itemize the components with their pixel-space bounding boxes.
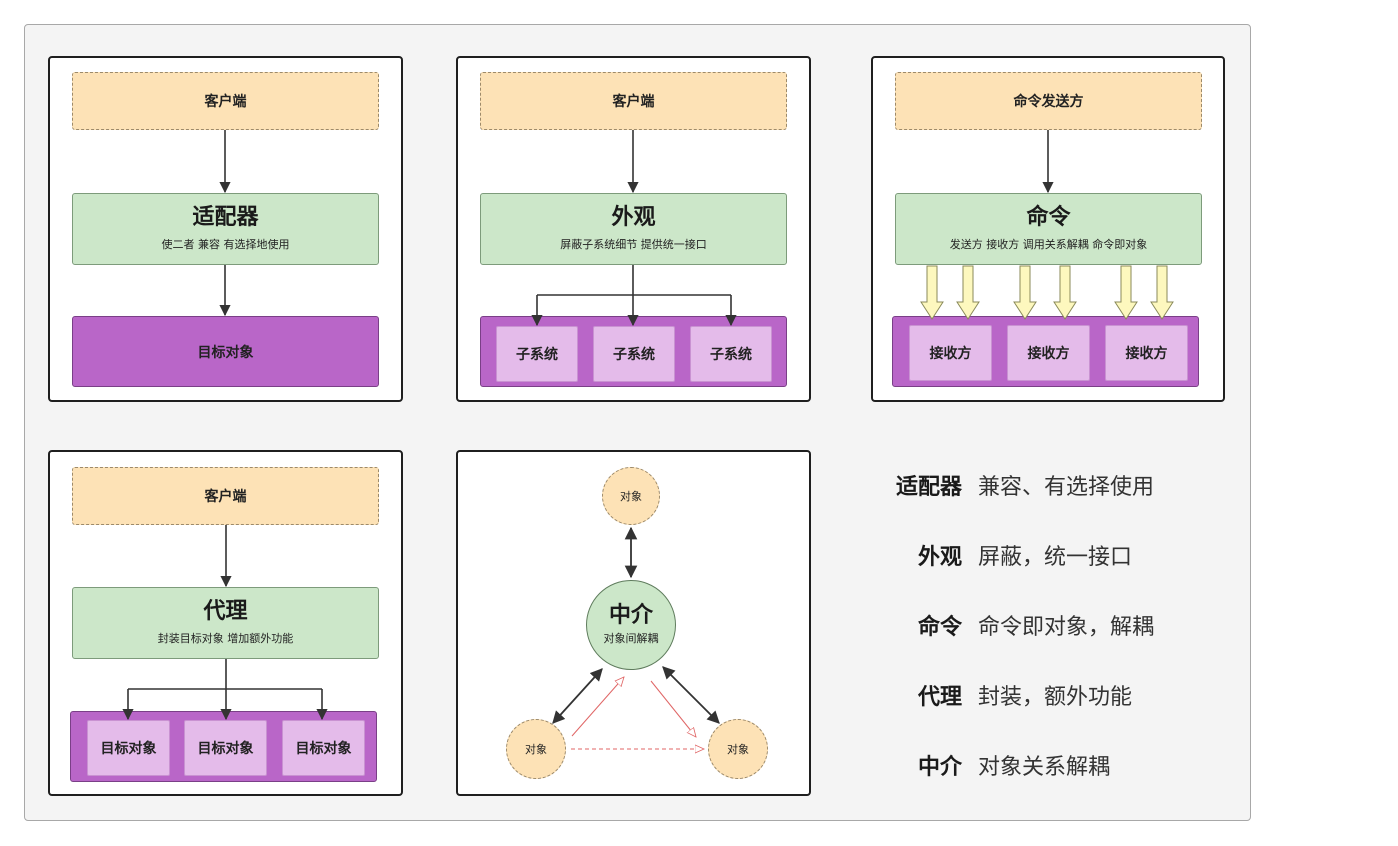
command-box: 命令 发送方 接收方 调用关系解耦 命令即对象 <box>895 193 1202 265</box>
legend-value: 命令即对象，解耦 <box>978 615 1155 640</box>
facade-subsystem-3: 子系统 <box>690 326 772 382</box>
adapter-target-box: 目标对象 <box>72 316 379 387</box>
mediator-object-left: 对象 <box>506 719 566 779</box>
legend-value: 对象关系解耦 <box>978 755 1111 780</box>
command-title: 命令 <box>1026 204 1071 230</box>
proxy-target-2: 目标对象 <box>184 720 267 776</box>
mediator-subtitle: 对象间解耦 <box>603 632 659 646</box>
adapter-subtitle: 使二者 兼容 有选择地使用 <box>161 238 290 252</box>
mediator-object-right: 对象 <box>708 719 768 779</box>
legend-row-facade: 外观 屏蔽，统一接口 <box>860 539 1240 571</box>
proxy-subtitle: 封装目标对象 增加额外功能 <box>157 632 294 646</box>
mediator-circle: 中介 对象间解耦 <box>586 580 676 670</box>
legend-key: 代理 <box>917 685 962 710</box>
proxy-target-3: 目标对象 <box>282 720 365 776</box>
proxy-title: 代理 <box>203 598 248 624</box>
legend-value: 兼容、有选择使用 <box>978 475 1155 500</box>
facade-subsystem-1: 子系统 <box>496 326 578 382</box>
legend-value: 屏蔽，统一接口 <box>978 545 1133 570</box>
adapter-box: 适配器 使二者 兼容 有选择地使用 <box>72 193 379 265</box>
command-receiver-2: 接收方 <box>1007 325 1090 381</box>
facade-title: 外观 <box>611 204 656 230</box>
proxy-target-1: 目标对象 <box>87 720 170 776</box>
legend-row-proxy: 代理 封装，额外功能 <box>860 679 1240 711</box>
proxy-client-box: 客户端 <box>72 467 379 525</box>
legend-key: 中介 <box>917 755 962 780</box>
adapter-client-box: 客户端 <box>72 72 379 130</box>
command-receiver-3: 接收方 <box>1105 325 1188 381</box>
legend-row-adapter: 适配器 兼容、有选择使用 <box>860 469 1240 501</box>
proxy-box: 代理 封装目标对象 增加额外功能 <box>72 587 379 659</box>
facade-client-box: 客户端 <box>480 72 787 130</box>
legend-row-command: 命令 命令即对象，解耦 <box>860 609 1240 641</box>
legend-key: 适配器 <box>895 475 962 500</box>
legend-row-mediator: 中介 对象关系解耦 <box>860 749 1240 781</box>
mediator-object-top: 对象 <box>602 467 660 525</box>
legend-value: 封装，额外功能 <box>978 685 1133 710</box>
command-receiver-1: 接收方 <box>909 325 992 381</box>
command-subtitle: 发送方 接收方 调用关系解耦 命令即对象 <box>949 238 1148 252</box>
facade-box: 外观 屏蔽子系统细节 提供统一接口 <box>480 193 787 265</box>
facade-subsystem-2: 子系统 <box>593 326 675 382</box>
facade-subtitle: 屏蔽子系统细节 提供统一接口 <box>560 238 707 252</box>
mediator-title: 中介 <box>608 602 653 628</box>
legend-key: 外观 <box>917 545 962 570</box>
command-sender-box: 命令发送方 <box>895 72 1202 130</box>
legend-key: 命令 <box>917 615 962 640</box>
adapter-title: 适配器 <box>192 204 259 230</box>
